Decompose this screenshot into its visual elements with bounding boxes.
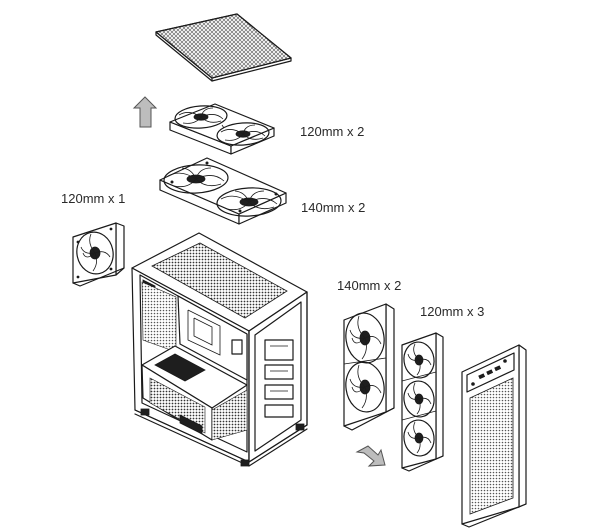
label-top-140mm: 140mm x 2 (301, 200, 366, 215)
rear-120mm-fan (72, 222, 125, 287)
label-front-140mm: 140mm x 2 (337, 278, 402, 293)
front-panel (461, 344, 527, 528)
top-120mm-fan-pair (169, 103, 275, 155)
up-arrow-icon (132, 96, 158, 128)
label-rear-120mm: 120mm x 1 (61, 191, 126, 206)
front-140mm-fan-pair (343, 303, 395, 431)
label-front-120mm: 120mm x 3 (420, 304, 485, 319)
front-120mm-fan-trio (401, 332, 444, 472)
top-dust-filter (155, 13, 292, 82)
down-right-arrow-icon (355, 445, 386, 467)
case-chassis (131, 232, 308, 467)
label-top-120mm: 120mm x 2 (300, 124, 365, 139)
top-140mm-fan-pair (159, 157, 287, 225)
